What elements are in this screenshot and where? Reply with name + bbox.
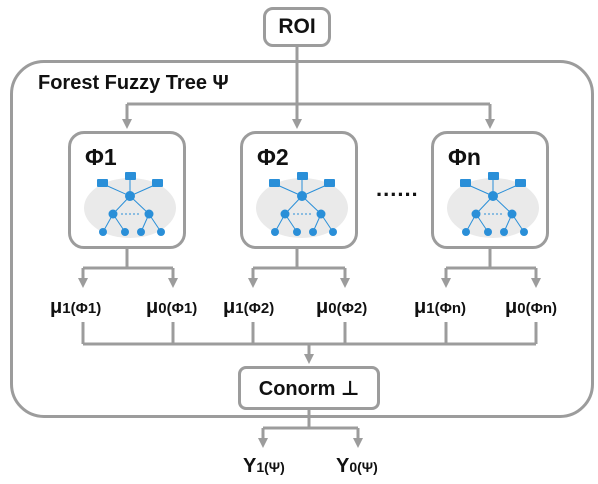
tree-ellipsis: ......: [376, 176, 419, 201]
tree-graph-icon: [256, 172, 348, 238]
conorm-box: Conorm ⊥: [238, 366, 380, 410]
membership-mu1-tree1: μ1(Φ1): [50, 296, 102, 318]
tree-box-2: Φ2: [240, 131, 358, 249]
membership-mu0-tree1: μ0(Φ1): [146, 296, 198, 318]
tree-graph-icon: [447, 172, 539, 238]
tree-graph-icon: [84, 172, 176, 238]
roi-box: ROI: [263, 7, 331, 47]
tree-label: Φ1: [85, 144, 117, 170]
conorm-label: Conorm ⊥: [258, 377, 360, 400]
output-y1: Y1(Ψ): [243, 455, 285, 477]
roi-label: ROI: [278, 15, 316, 38]
membership-mu0-tree2: μ0(Φ2): [316, 296, 368, 318]
membership-mu0-treen: μ0(Φn): [505, 296, 558, 318]
membership-mu1-treen: μ1(Φn): [414, 296, 467, 318]
tree-box-1: Φ1: [68, 131, 186, 249]
membership-mu1-tree2: μ1(Φ2): [223, 296, 275, 318]
forest-container: [10, 60, 594, 418]
tree-label: Φ2: [257, 144, 289, 170]
output-y0: Y0(Ψ): [336, 455, 378, 477]
forest-title: Forest Fuzzy Tree Ψ: [38, 72, 229, 94]
tree-box-n: Φn: [431, 131, 549, 249]
tree-label: Φn: [448, 144, 481, 170]
